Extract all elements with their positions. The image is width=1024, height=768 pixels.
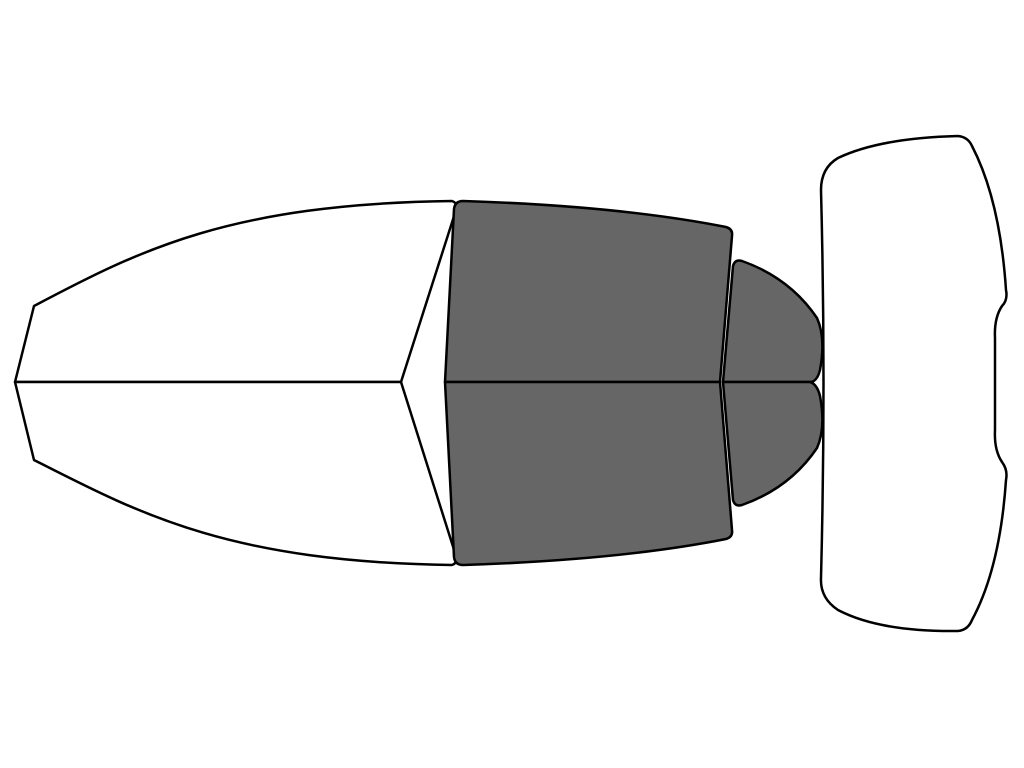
windshield-lower-panel (13, 380, 458, 567)
front-door-window-bottom-panel (443, 380, 734, 567)
front-door-window-top-panel (443, 199, 734, 384)
rear-quarter-window-bottom-panel (721, 380, 824, 507)
windshield-upper-panel (13, 199, 458, 384)
rear-quarter-window-top-panel (721, 259, 824, 384)
rear-window-panel (819, 134, 1008, 633)
